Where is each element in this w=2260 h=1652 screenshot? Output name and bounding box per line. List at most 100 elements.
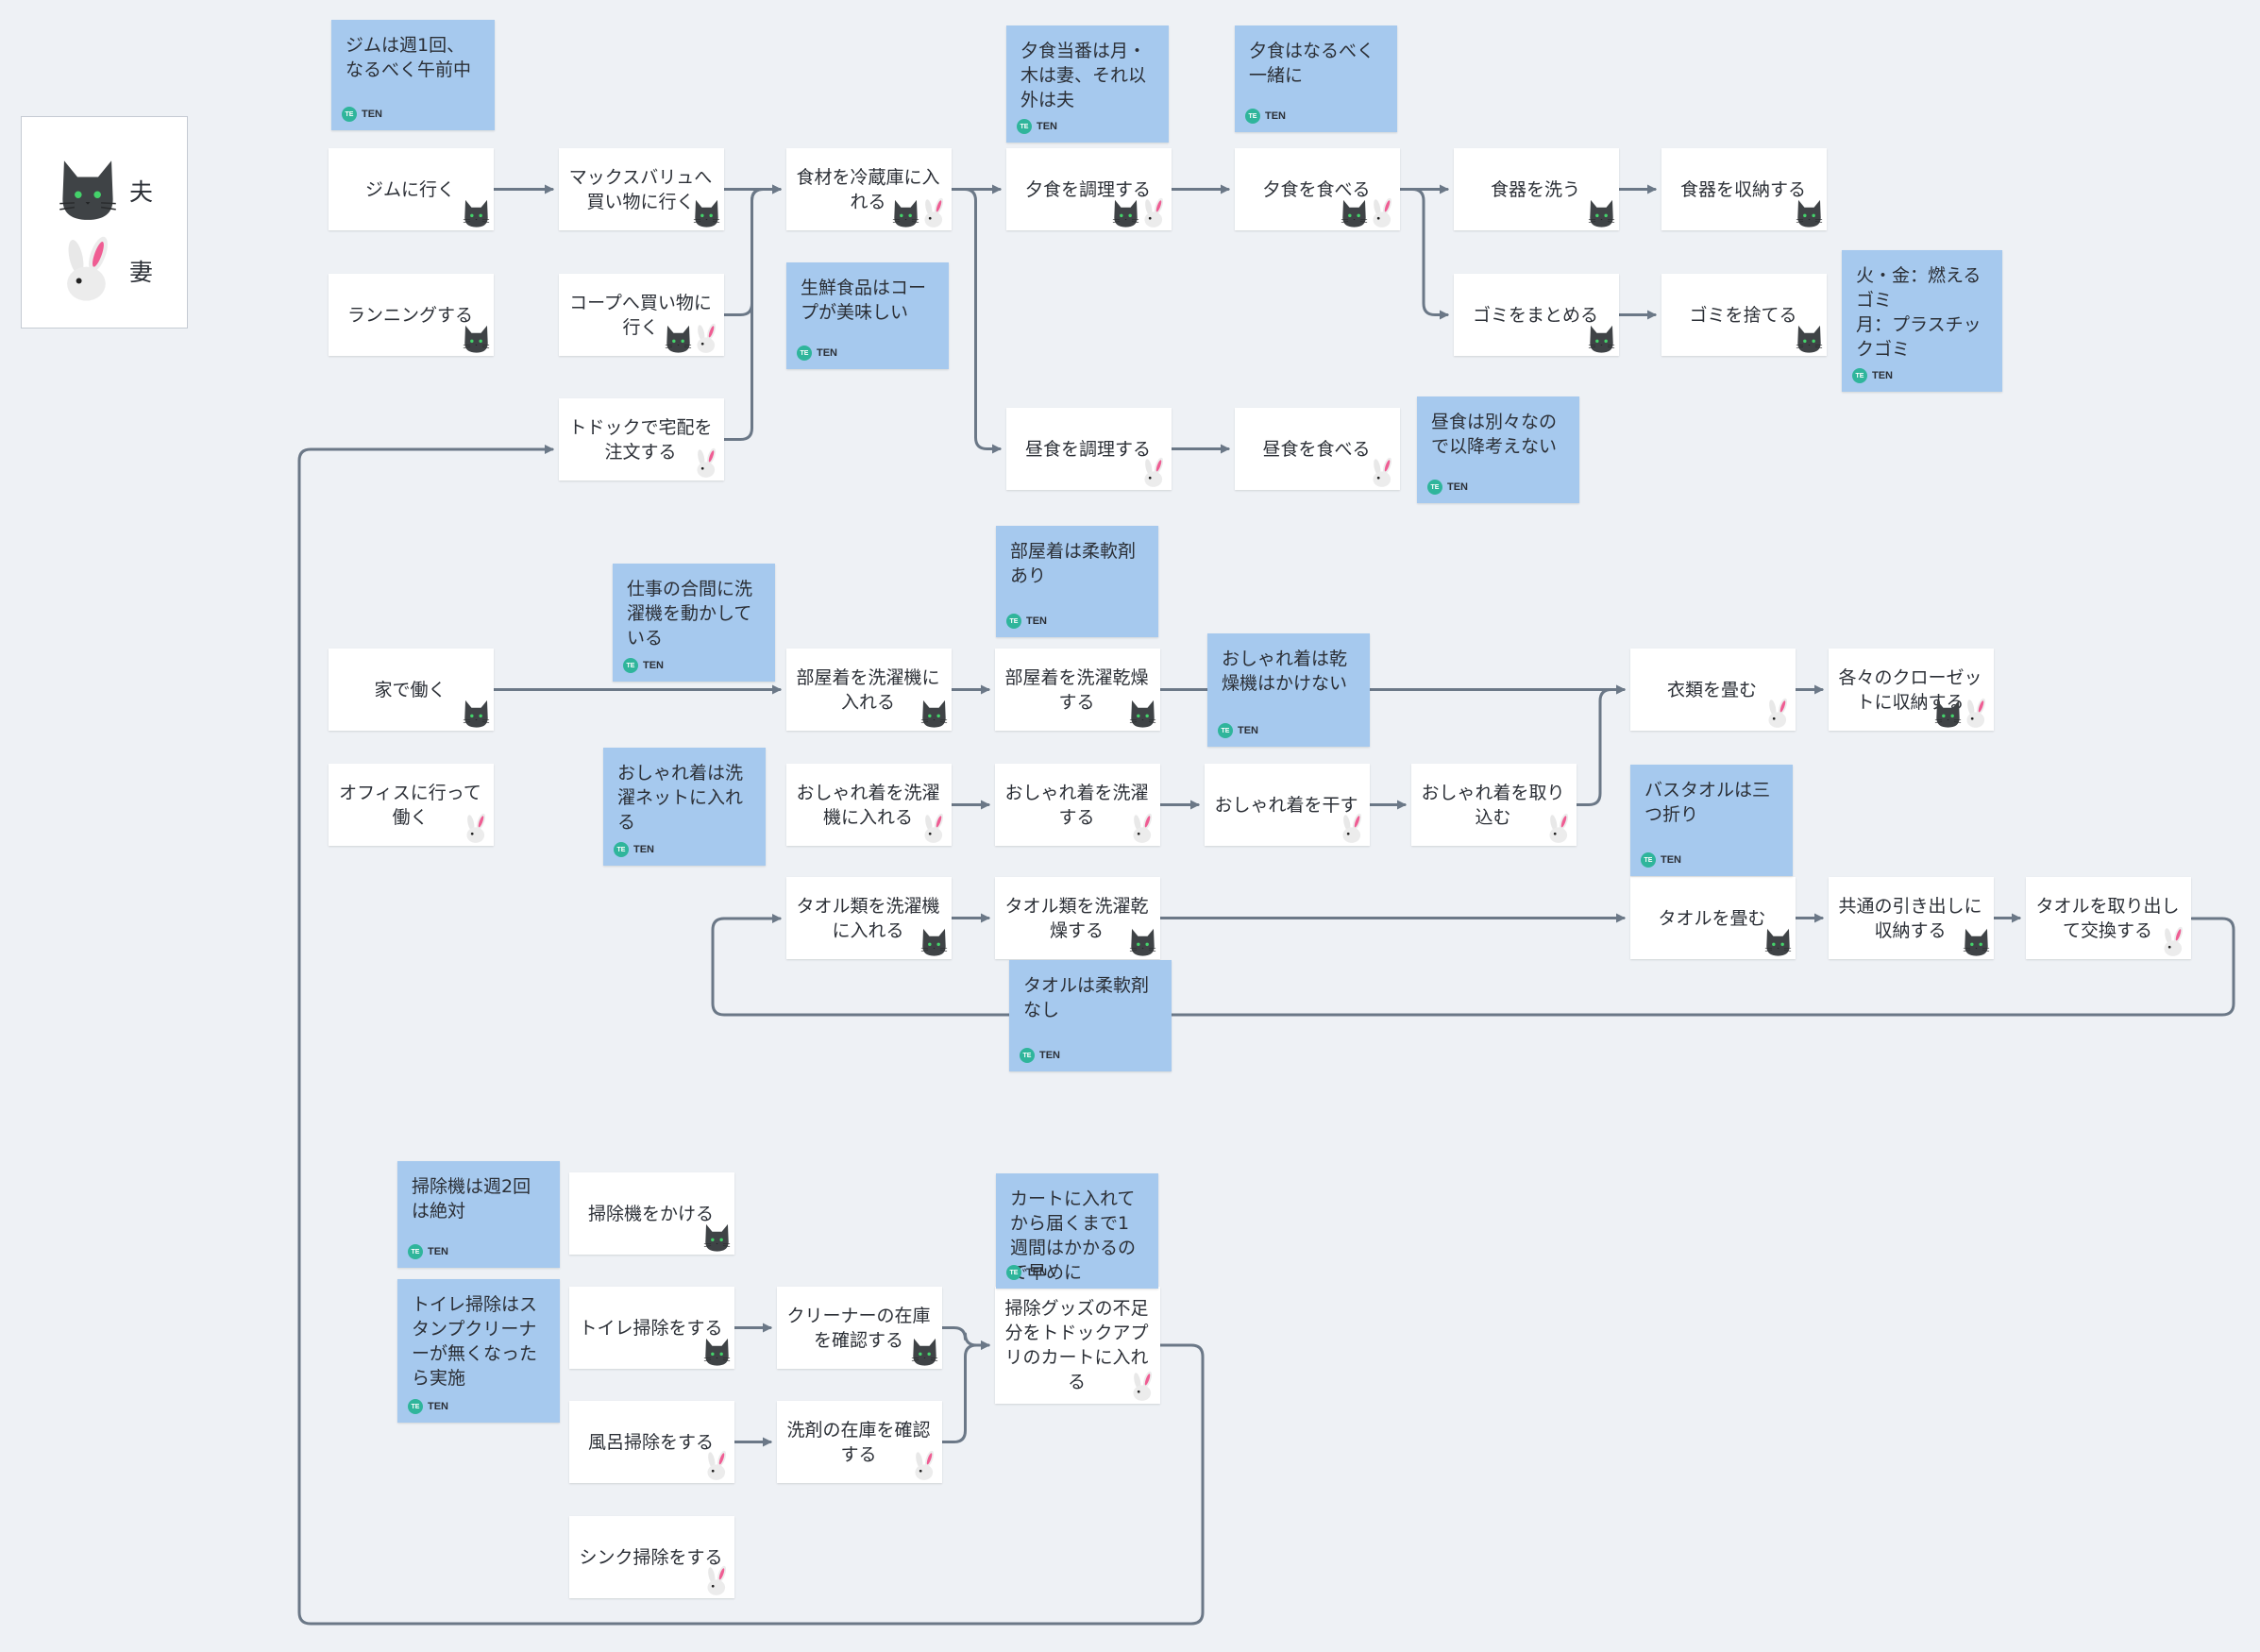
arrow-fancy-take-in-to-fold-clothes[interactable] bbox=[1575, 684, 1626, 806]
step-towel-washer[interactable]: タオル類を洗濯機 に入れる bbox=[786, 877, 952, 959]
note-text: タオルは柔軟剤 なし bbox=[1023, 975, 1150, 1020]
step-loungewear-dryer[interactable]: 部屋着を洗濯乾燥 する bbox=[995, 649, 1160, 731]
step-label: おしゃれ着を干す bbox=[1214, 794, 1358, 816]
step-sink[interactable]: シンク掃除をする bbox=[569, 1516, 734, 1598]
note-author: TE TEN bbox=[614, 842, 654, 857]
arrow-coop-to-fridge[interactable] bbox=[722, 184, 782, 316]
step-vacuum[interactable]: 掃除機をかける bbox=[569, 1172, 734, 1255]
author-avatar: TE bbox=[1020, 1048, 1035, 1063]
author-avatar: TE bbox=[614, 842, 629, 857]
note-text: カートに入れて から届くまで1 週間はかかるの で早めに bbox=[1010, 1188, 1137, 1283]
step-label: 部屋着を洗濯乾燥 する bbox=[1004, 666, 1149, 713]
step-maxvalu[interactable]: マックスバリュへ 買い物に行く bbox=[559, 148, 724, 230]
assignee-icons bbox=[665, 323, 720, 354]
legend-box[interactable]: 夫 妻 bbox=[21, 116, 188, 329]
step-fancy-washer[interactable]: おしゃれ着を洗濯 機に入れる bbox=[786, 764, 952, 846]
note-text: 掃除機は週2回 は絶対 bbox=[412, 1176, 531, 1222]
author-avatar: TE bbox=[1641, 852, 1656, 868]
step-bath[interactable]: 風呂掃除をする bbox=[569, 1401, 734, 1483]
cat-icon bbox=[1934, 698, 1962, 729]
step-label: オフィスに行って 働く bbox=[339, 782, 481, 828]
step-coop[interactable]: コープへ買い物に 行く bbox=[559, 274, 724, 356]
arrow-fridge-to-cook-lunch[interactable] bbox=[950, 188, 1002, 454]
step-label: 夕食を食べる bbox=[1262, 178, 1371, 200]
cat-icon bbox=[703, 1336, 731, 1367]
step-gym[interactable]: ジムに行く bbox=[329, 148, 494, 230]
step-fold-towel[interactable]: タオルを畳む bbox=[1630, 877, 1796, 959]
author-name: TEN bbox=[1037, 121, 1057, 132]
legend-husband-label: 夫 bbox=[129, 178, 154, 206]
assignee-icons bbox=[1112, 197, 1168, 228]
step-detergent-stock[interactable]: 洗剤の在庫を確認 する bbox=[777, 1401, 942, 1483]
author-name: TEN bbox=[633, 844, 654, 855]
step-label: 部屋着を洗濯機に 入れる bbox=[796, 666, 940, 713]
author-name: TEN bbox=[428, 1401, 448, 1412]
step-cook-lunch[interactable]: 昼食を調理する bbox=[1006, 408, 1172, 490]
step-loungewear-washer[interactable]: 部屋着を洗濯機に 入れる bbox=[786, 649, 952, 731]
rabbit-icon bbox=[1369, 457, 1396, 488]
rabbit-icon bbox=[1369, 197, 1396, 228]
step-running[interactable]: ランニングする bbox=[329, 274, 494, 356]
step-fold-clothes[interactable]: 衣類を畳む bbox=[1630, 649, 1796, 731]
step-label: タオル類を洗濯機 に入れる bbox=[796, 895, 940, 941]
step-label: 衣類を畳む bbox=[1666, 679, 1757, 700]
step-todock-cart[interactable]: 掃除グッズの不足 分をトドックアプ リのカートに入れ る bbox=[995, 1287, 1160, 1404]
step-fancy-hang[interactable]: おしゃれ着を干す bbox=[1205, 764, 1370, 846]
step-label: 共通の引き出しに 収納する bbox=[1838, 895, 1982, 941]
rabbit-icon bbox=[1129, 1371, 1156, 1402]
step-cleaner-stock[interactable]: クリーナーの在庫 を確認する bbox=[777, 1287, 942, 1369]
step-store-dishes[interactable]: 食器を収納する bbox=[1661, 148, 1827, 230]
assignee-icons bbox=[703, 1565, 731, 1596]
step-dump-trash[interactable]: ゴミを捨てる bbox=[1661, 274, 1827, 356]
author-name: TEN bbox=[643, 660, 664, 671]
step-towel-swap[interactable]: タオルを取り出し て交換する bbox=[2026, 877, 2191, 959]
step-label: 掃除機をかける bbox=[587, 1203, 714, 1224]
rabbit-icon bbox=[703, 1565, 731, 1596]
assignee-icons bbox=[920, 813, 948, 844]
step-work-office[interactable]: オフィスに行って 働く bbox=[329, 764, 494, 846]
arrow-cleaner-stock-to-todock-cart[interactable] bbox=[940, 1326, 990, 1350]
step-towel-dryer[interactable]: タオル類を洗濯乾 燥する bbox=[995, 877, 1160, 959]
step-fancy-wash[interactable]: おしゃれ着を洗濯 する bbox=[995, 764, 1160, 846]
step-work-home[interactable]: 家で働く bbox=[329, 649, 494, 731]
step-fridge[interactable]: 食材を冷蔵庫に入 れる bbox=[786, 148, 952, 230]
author-avatar: TE bbox=[408, 1399, 423, 1414]
arrow-eat-dinner-to-collect-trash[interactable] bbox=[1398, 188, 1449, 320]
cat-icon bbox=[703, 1222, 731, 1253]
step-cook-dinner[interactable]: 夕食を調理する bbox=[1006, 148, 1172, 230]
note-text: おしゃれ着は乾 燥機はかけない bbox=[1222, 649, 1348, 694]
step-eat-lunch[interactable]: 昼食を食べる bbox=[1235, 408, 1400, 490]
step-wash-dishes[interactable]: 食器を洗う bbox=[1454, 148, 1619, 230]
step-collect-trash[interactable]: ゴミをまとめる bbox=[1454, 274, 1619, 356]
step-toilet[interactable]: トイレ掃除をする bbox=[569, 1287, 734, 1369]
step-eat-dinner[interactable]: 夕食を食べる bbox=[1235, 148, 1400, 230]
assignee-icons bbox=[2160, 926, 2187, 957]
step-todock-order[interactable]: トドックで宅配を 注文する bbox=[559, 398, 724, 480]
author-name: TEN bbox=[1265, 110, 1286, 122]
step-towel-drawer[interactable]: 共通の引き出しに 収納する bbox=[1829, 877, 1994, 959]
step-label: ゴミを捨てる bbox=[1689, 304, 1797, 326]
assignee-icons bbox=[703, 1336, 731, 1367]
rabbit-icon bbox=[2160, 926, 2187, 957]
step-fancy-take-in[interactable]: おしゃれ着を取り 込む bbox=[1411, 764, 1577, 846]
arrow-todock-order-to-fridge[interactable] bbox=[722, 184, 782, 441]
step-closet[interactable]: 各々のクローゼッ トに収納する bbox=[1829, 649, 1994, 731]
arrow-detergent-stock-to-todock-cart[interactable] bbox=[940, 1340, 990, 1443]
